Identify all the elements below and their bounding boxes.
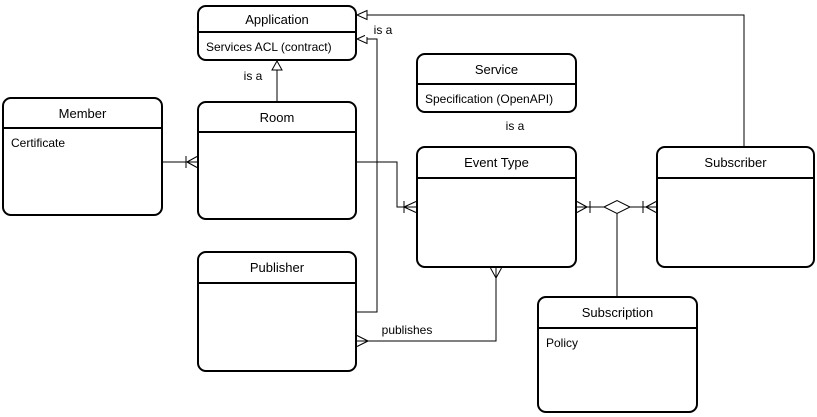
entity-event-type: Event Type [416,146,577,268]
connector-publisher-publishes-event-type [356,267,502,347]
entity-title: Subscription [539,298,696,329]
entity-title: Subscriber [658,148,813,179]
connector-member-room [163,156,198,168]
entity-subscription: Subscription Policy [537,296,698,413]
entity-publisher: Publisher [197,251,357,372]
connector-room-isa-application [271,59,283,101]
edge-label-is-a-right: is a [365,23,401,37]
entity-attribute [418,179,575,266]
entity-attribute: Specification (OpenAPI) [425,92,554,106]
entity-member: Member Certificate [2,97,163,216]
entity-room: Room [197,101,357,220]
connector-subscriber-isa-application [355,9,745,146]
entity-subscriber: Subscriber [656,146,815,268]
entity-title: Publisher [199,253,355,284]
inheritance-triangle-icon [355,9,368,21]
connector-room-event-type [357,161,417,213]
entity-title: Room [199,103,355,133]
connector-event-type-subscriber [576,199,657,296]
entity-attribute: Certificate [11,136,66,150]
entity-attribute: Services ACL (contract) [206,40,332,54]
entity-attribute [199,284,355,370]
entity-attribute [199,133,355,218]
entity-title: Member [4,99,161,129]
edge-label-publishes: publishes [377,323,437,337]
connector-publisher-isa-application [355,33,378,313]
inheritance-triangle-icon [355,33,368,45]
entity-attribute: Policy [546,336,579,350]
entity-title: Event Type [418,148,575,179]
entity-title: Service [418,55,575,85]
association-diamond-icon [602,199,632,215]
entity-title: Application [199,7,355,33]
edge-label-is-a-service: is a [497,119,533,133]
entity-service: Service Specification (OpenAPI) [416,53,577,113]
edge-label-is-a-room: is a [235,69,271,83]
entity-attribute [658,179,813,266]
inheritance-triangle-icon [271,59,283,71]
entity-application: Application Services ACL (contract) [197,5,357,61]
